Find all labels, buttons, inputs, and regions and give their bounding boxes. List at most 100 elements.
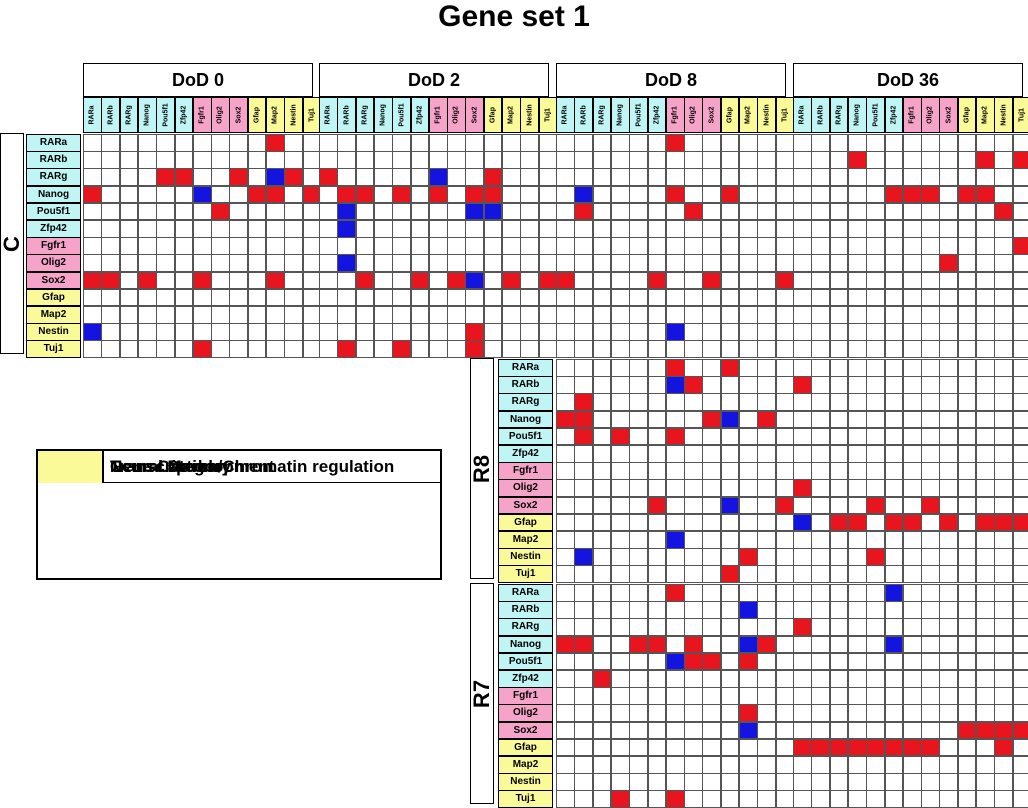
heatmap-cell bbox=[976, 202, 995, 221]
heatmap-cell bbox=[192, 254, 212, 273]
heatmap-cell bbox=[775, 704, 795, 723]
heatmap-cell bbox=[921, 496, 940, 515]
heatmap-cell bbox=[847, 496, 867, 515]
heatmap-cell bbox=[902, 601, 922, 619]
heatmap-cell bbox=[702, 393, 722, 412]
heatmap-cell bbox=[976, 565, 995, 584]
heatmap-cell bbox=[684, 756, 703, 774]
heatmap-cell bbox=[939, 168, 959, 187]
row-label: RARa bbox=[498, 359, 553, 377]
heatmap-cell bbox=[684, 738, 703, 757]
column-label-text: Nanog bbox=[853, 104, 861, 126]
heatmap-cell bbox=[866, 756, 885, 774]
heatmap-cell bbox=[684, 531, 703, 549]
heatmap-cell bbox=[976, 271, 995, 290]
heatmap-cell bbox=[337, 271, 357, 290]
heatmap-cell bbox=[775, 721, 795, 740]
heatmap-cell bbox=[373, 288, 393, 307]
row-label: RARg bbox=[498, 393, 553, 412]
heatmap-cell bbox=[156, 237, 175, 255]
heatmap-cell bbox=[665, 151, 685, 169]
column-label-text: RARb bbox=[107, 105, 115, 125]
heatmap-cell bbox=[775, 496, 795, 515]
heatmap-cell bbox=[574, 151, 594, 169]
heatmap-cell bbox=[921, 531, 940, 549]
heatmap-cell bbox=[392, 202, 411, 221]
heatmap-cell bbox=[192, 271, 212, 290]
heatmap-cell bbox=[739, 340, 758, 359]
heatmap-cell bbox=[574, 185, 594, 204]
heatmap-cell bbox=[665, 618, 685, 637]
heatmap-cell bbox=[373, 237, 393, 255]
heatmap-cell bbox=[757, 756, 777, 774]
heatmap-cell bbox=[647, 687, 667, 705]
column-label-text: Olig2 bbox=[926, 106, 934, 124]
heatmap-cell bbox=[247, 151, 267, 169]
heatmap-cell bbox=[702, 220, 722, 238]
heatmap-cell bbox=[702, 445, 722, 463]
heatmap-cell bbox=[447, 288, 466, 307]
heatmap-cell bbox=[793, 687, 812, 705]
heatmap-cell bbox=[811, 565, 831, 584]
heatmap-cell bbox=[284, 340, 304, 359]
heatmap-cell bbox=[866, 652, 885, 671]
heatmap-cell bbox=[574, 670, 594, 688]
heatmap-cell bbox=[1012, 359, 1028, 377]
heatmap-cell bbox=[829, 237, 849, 255]
heatmap-cell bbox=[574, 445, 594, 463]
heatmap-cell bbox=[811, 462, 831, 480]
heatmap-cell bbox=[1012, 185, 1028, 204]
heatmap-cell bbox=[665, 254, 685, 273]
heatmap-cell bbox=[483, 237, 503, 255]
row-label: Zfp42 bbox=[498, 670, 553, 688]
heatmap-cell bbox=[647, 359, 667, 377]
heatmap-cell bbox=[866, 393, 885, 412]
heatmap-cell bbox=[739, 185, 758, 204]
heatmap-cell bbox=[702, 565, 722, 584]
heatmap-cell bbox=[629, 445, 648, 463]
row-label: Tuj1 bbox=[498, 565, 553, 584]
heatmap-cell bbox=[410, 220, 430, 238]
heatmap-cell bbox=[994, 496, 1014, 515]
column-label: Tuj1 bbox=[538, 97, 558, 133]
heatmap-cell bbox=[610, 254, 630, 273]
heatmap-cell bbox=[702, 359, 722, 377]
heatmap-cell bbox=[829, 340, 849, 359]
heatmap-cell bbox=[229, 202, 249, 221]
heatmap-cell bbox=[811, 670, 831, 688]
row-label: Olig2 bbox=[26, 254, 81, 273]
heatmap-cell bbox=[902, 359, 922, 377]
heatmap-cell bbox=[684, 652, 703, 671]
heatmap-cell bbox=[284, 134, 304, 152]
heatmap-cell bbox=[229, 323, 249, 341]
heatmap-cell bbox=[684, 601, 703, 619]
heatmap-cell bbox=[793, 340, 812, 359]
heatmap-cell bbox=[757, 687, 777, 705]
heatmap-cell bbox=[1012, 168, 1028, 187]
heatmap-cell bbox=[811, 635, 831, 654]
heatmap-cell bbox=[337, 202, 357, 221]
heatmap-cell bbox=[355, 288, 375, 307]
heatmap-cell bbox=[866, 220, 885, 238]
heatmap-cell bbox=[739, 548, 758, 566]
heatmap-cell bbox=[83, 220, 102, 238]
heatmap-cell bbox=[866, 687, 885, 705]
heatmap-cell bbox=[392, 323, 411, 341]
heatmap-cell bbox=[266, 168, 285, 187]
heatmap-cell bbox=[192, 185, 212, 204]
heatmap-cell bbox=[775, 548, 795, 566]
heatmap-cell bbox=[101, 237, 121, 255]
heatmap-cell bbox=[174, 168, 194, 187]
heatmap-cell bbox=[866, 340, 885, 359]
heatmap-cell bbox=[739, 565, 758, 584]
heatmap-cell bbox=[574, 479, 594, 498]
heatmap-cell bbox=[775, 237, 795, 255]
heatmap-cell bbox=[610, 359, 630, 377]
heatmap-cell bbox=[793, 738, 812, 757]
column-label-text: Zfp42 bbox=[653, 105, 661, 125]
heatmap-cell bbox=[101, 323, 121, 341]
heatmap-cell bbox=[83, 151, 102, 169]
heatmap-cell bbox=[610, 496, 630, 515]
heatmap-cell bbox=[702, 168, 722, 187]
heatmap-cell bbox=[684, 445, 703, 463]
